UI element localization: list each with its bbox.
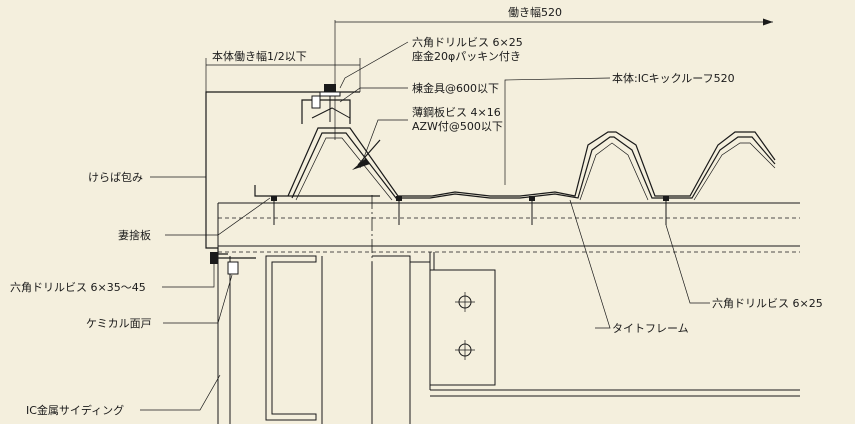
- ridge-fitting: [301, 99, 351, 124]
- hex-screw-side: [210, 252, 256, 275]
- main-body-label: 本体:ICキックルーフ520: [612, 71, 735, 85]
- tsumasute-label: 妻捨板: [118, 228, 151, 242]
- thin-steel-screw: [352, 139, 381, 170]
- half-width-dimension: 本体働き幅1/2以下: [205, 49, 361, 92]
- leader-lines: [140, 41, 710, 411]
- hex-screw-top-label-2: 座金20φパッキン付き: [412, 49, 521, 63]
- keraba-wrap: [205, 91, 360, 255]
- bolt-hole-bottom: [455, 340, 475, 360]
- bolt-hole-top: [455, 292, 475, 312]
- ridge-fitting-label: 棟金具@600以下: [412, 81, 499, 95]
- working-width-label: 働き幅520: [508, 6, 562, 19]
- hex-screw-side-label: 六角ドリルビス 6×35～45: [10, 281, 146, 294]
- steel-column: [229, 252, 800, 424]
- siding-label: IC金属サイディング: [26, 403, 124, 417]
- chemical-label: ケミカル面戸: [86, 317, 152, 330]
- tight-frame-label: タイトフレーム: [612, 322, 689, 335]
- working-width-dimension: 働き幅520: [334, 6, 773, 140]
- thin-steel-screw-label-2: AZW付@500以下: [412, 120, 503, 133]
- hex-screw-right-label: 六角ドリルビス 6×25: [712, 297, 823, 310]
- hex-screw-top: [311, 84, 341, 122]
- half-width-label: 本体働き幅1/2以下: [212, 49, 307, 63]
- tsumasute-plate: [254, 185, 380, 197]
- thin-steel-screw-label-1: 薄鋼板ビス 4×16: [412, 105, 501, 119]
- roof-screws: [271, 196, 669, 225]
- keraba-label: けらば包み: [88, 171, 143, 184]
- hex-screw-top-label-1: 六角ドリルビス 6×25: [412, 36, 523, 49]
